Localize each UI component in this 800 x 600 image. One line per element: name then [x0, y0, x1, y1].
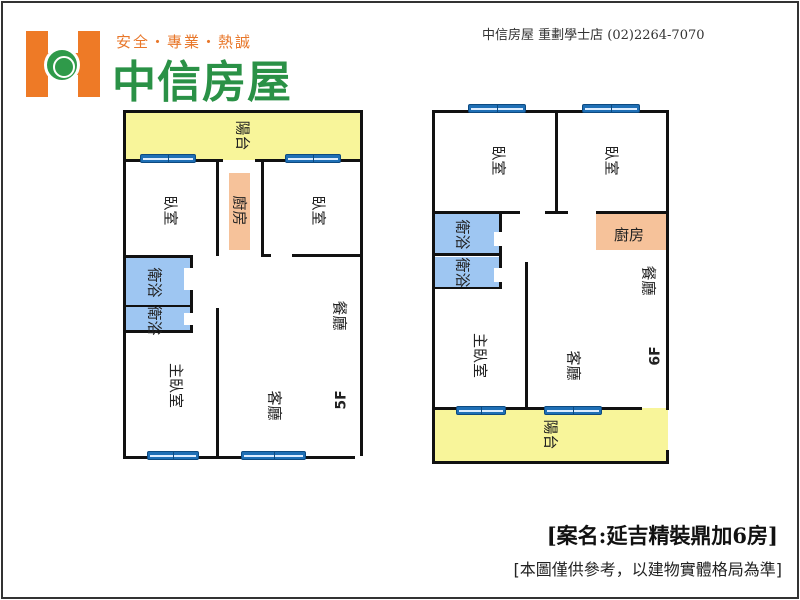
brand-name: 中信房屋: [112, 57, 292, 108]
wall: [360, 110, 363, 456]
room-label: 客廳: [564, 350, 583, 381]
room-label: 主臥室: [167, 362, 186, 409]
bath-area: [123, 307, 190, 330]
window-icon: [456, 406, 506, 415]
kitchen-area: [229, 173, 250, 250]
wall: [525, 262, 528, 410]
room-label: 主臥室: [471, 332, 490, 379]
floor-label: 5F: [333, 390, 350, 410]
kitchen-area: [596, 213, 668, 250]
wall: [432, 287, 502, 289]
door-gap: [184, 268, 192, 290]
wall: [190, 325, 193, 333]
wall: [292, 254, 362, 257]
wall: [499, 246, 502, 268]
room-label: 臥室: [602, 145, 621, 176]
door-gap: [184, 313, 192, 325]
wall: [666, 450, 669, 464]
room-label: 衛浴: [145, 267, 164, 298]
window-icon: [147, 451, 199, 460]
logo-icon: [26, 31, 100, 97]
wall: [261, 254, 271, 257]
wall: [432, 461, 669, 464]
balcony-area: [432, 408, 668, 463]
bath-area: [432, 213, 500, 253]
room-label: 客廳: [265, 390, 284, 421]
window-icon: [468, 104, 526, 113]
wall: [432, 253, 502, 256]
disclaimer: [本圖僅供參考，以建物實體格局為準]: [513, 560, 783, 579]
wall: [123, 305, 193, 307]
wall: [123, 255, 193, 258]
wall: [432, 407, 642, 410]
store-info: 中信房屋 重劃學士店 (02)2264-7070: [482, 28, 705, 43]
window-icon: [241, 451, 306, 460]
door-gap: [494, 268, 502, 282]
wall: [190, 255, 193, 268]
wall: [123, 330, 193, 333]
bath-area: [123, 257, 190, 305]
case-name: [案名:延吉精裝鼎加6房]: [546, 523, 778, 548]
room-label: 臥室: [489, 145, 508, 176]
wall: [596, 211, 668, 214]
wall: [499, 211, 502, 232]
window-icon: [544, 406, 602, 415]
wall: [261, 159, 264, 256]
wall: [555, 110, 558, 212]
wall: [216, 159, 219, 256]
wall: [123, 456, 355, 459]
wall: [123, 110, 126, 459]
balcony-area: [123, 110, 362, 160]
room-label: 衛浴: [145, 305, 164, 336]
wall: [545, 211, 568, 214]
room-label: 衛浴: [453, 257, 472, 288]
room-label: 臥室: [309, 195, 328, 226]
wall: [123, 110, 363, 113]
wall: [216, 308, 219, 458]
door-gap: [494, 232, 502, 246]
wall: [190, 290, 193, 313]
room-label: 陽台: [541, 419, 560, 450]
room-label: 臥室: [161, 195, 180, 226]
floor-label: 6F: [647, 346, 664, 366]
window-icon: [140, 154, 196, 163]
room-label: 廚房: [614, 226, 645, 244]
window-icon: [582, 104, 640, 113]
wall: [432, 211, 520, 214]
room-label: 廚房: [230, 195, 249, 226]
room-label: 餐廳: [330, 300, 349, 331]
room-label: 陽台: [233, 120, 252, 151]
window-icon: [285, 154, 341, 163]
wall: [666, 110, 669, 410]
room-label: 餐廳: [639, 265, 658, 296]
bath-area: [432, 257, 500, 288]
wall: [432, 110, 669, 113]
slogan: 安全・專業・熱誠: [116, 33, 253, 51]
wall: [499, 282, 502, 289]
room-label: 衛浴: [453, 219, 472, 250]
